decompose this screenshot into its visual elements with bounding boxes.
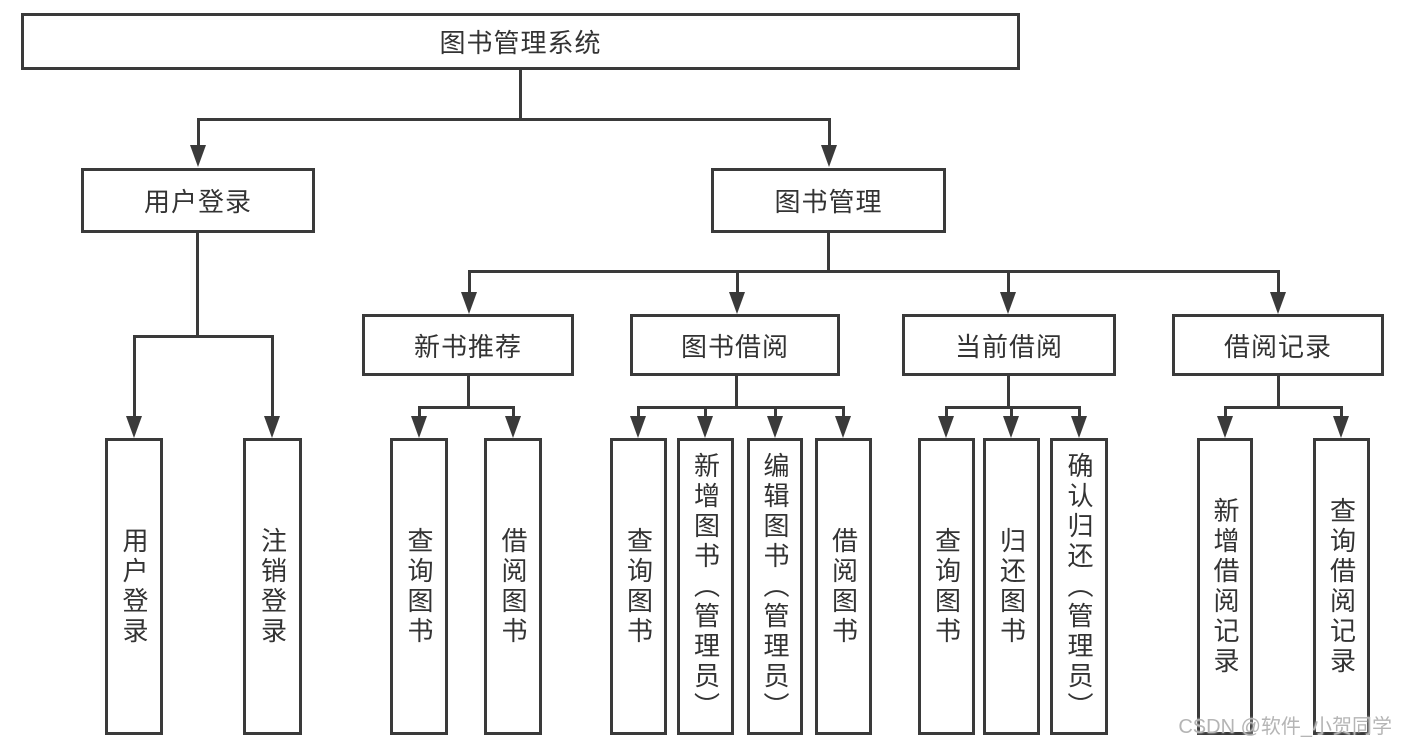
- connector-line: [133, 335, 136, 418]
- arrow-down-icon: [190, 145, 206, 167]
- arrow-down-icon: [835, 416, 851, 438]
- leaf-query-borrow-record: 查询借阅记录: [1313, 438, 1370, 735]
- arrow-down-icon: [729, 292, 745, 314]
- connector-line: [637, 406, 640, 418]
- connector-line: [1277, 270, 1280, 294]
- node-new-book-recommend: 新书推荐: [362, 314, 574, 376]
- arrow-down-icon: [411, 416, 427, 438]
- connector-line: [1007, 270, 1010, 294]
- node-current-borrow: 当前借阅: [902, 314, 1116, 376]
- node-book-management: 图书管理: [711, 168, 946, 233]
- arrow-down-icon: [697, 416, 713, 438]
- leaf-edit-books-admin: 编辑图书（管理员）: [747, 438, 803, 735]
- arrow-down-icon: [1071, 416, 1087, 438]
- connector-line: [945, 406, 1081, 409]
- connector-line: [1340, 406, 1343, 418]
- connector-line: [774, 406, 777, 418]
- connector-line: [945, 406, 948, 418]
- leaf-borrow-books: 借阅图书: [815, 438, 872, 735]
- connector-line: [467, 373, 470, 409]
- csdn-watermark: CSDN @软件_小贺同学: [1178, 716, 1392, 738]
- leaf-add-borrow-record: 新增借阅记录: [1197, 438, 1253, 735]
- node-root: 图书管理系统: [21, 13, 1020, 70]
- connector-line: [704, 406, 707, 418]
- leaf-borrow-books-recommend: 借阅图书: [484, 438, 542, 735]
- leaf-query-books-current: 查询图书: [918, 438, 975, 735]
- connector-line: [1224, 406, 1227, 418]
- leaf-logout: 注销登录: [243, 438, 302, 735]
- connector-line: [468, 270, 471, 294]
- connector-line: [418, 406, 421, 418]
- arrow-down-icon: [461, 292, 477, 314]
- connector-line: [1277, 373, 1280, 409]
- connector-line: [197, 118, 831, 121]
- arrow-down-icon: [1003, 416, 1019, 438]
- arrow-down-icon: [938, 416, 954, 438]
- leaf-query-books-borrow: 查询图书: [610, 438, 667, 735]
- connector-line: [827, 231, 830, 273]
- node-book-borrow: 图书借阅: [630, 314, 840, 376]
- connector-line: [519, 68, 522, 120]
- node-user-login: 用户登录: [81, 168, 315, 233]
- connector-line: [736, 270, 739, 294]
- arrow-down-icon: [1000, 292, 1016, 314]
- connector-line: [133, 335, 274, 338]
- leaf-query-books-recommend: 查询图书: [390, 438, 448, 735]
- arrow-down-icon: [126, 416, 142, 438]
- arrow-down-icon: [1217, 416, 1233, 438]
- leaf-return-books: 归还图书: [983, 438, 1040, 735]
- connector-line: [1224, 406, 1343, 409]
- leaf-user-login: 用户登录: [105, 438, 163, 735]
- connector-line: [1007, 373, 1010, 409]
- connector-line: [1078, 406, 1081, 418]
- arrow-down-icon: [821, 145, 837, 167]
- arrow-down-icon: [767, 416, 783, 438]
- arrow-down-icon: [1270, 292, 1286, 314]
- arrow-down-icon: [505, 416, 521, 438]
- arrow-down-icon: [1333, 416, 1349, 438]
- connector-line: [828, 118, 831, 148]
- connector-line: [512, 406, 515, 418]
- connector-line: [271, 335, 274, 418]
- connector-line: [196, 231, 199, 337]
- connector-line: [418, 406, 515, 409]
- node-borrow-records: 借阅记录: [1172, 314, 1384, 376]
- connector-line: [197, 118, 200, 148]
- connector-line: [735, 373, 738, 409]
- connector-line: [468, 270, 1279, 273]
- connector-line: [1010, 406, 1013, 418]
- leaf-add-books-admin: 新增图书（管理员）: [677, 438, 734, 735]
- connector-line: [842, 406, 845, 418]
- arrow-down-icon: [264, 416, 280, 438]
- arrow-down-icon: [630, 416, 646, 438]
- connector-line: [637, 406, 845, 409]
- leaf-confirm-return-admin: 确认归还（管理员）: [1050, 438, 1108, 735]
